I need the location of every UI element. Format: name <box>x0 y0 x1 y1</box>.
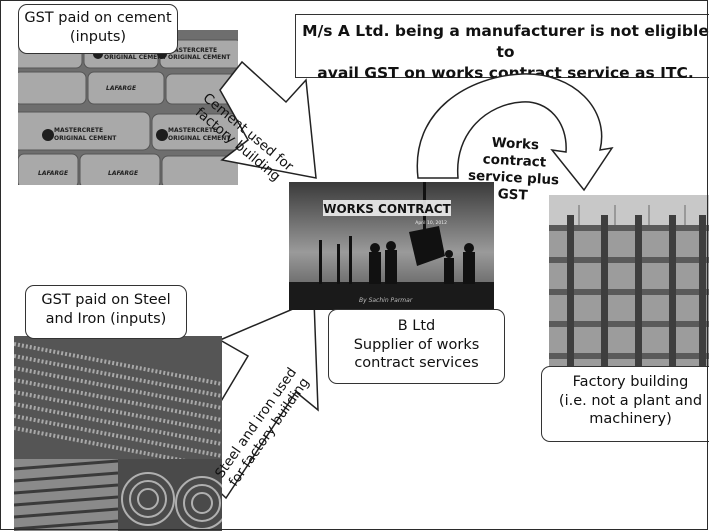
steel-bars-photo <box>14 459 118 531</box>
factory-building-callout: Factory building (i.e. not a plant and m… <box>541 366 709 442</box>
svg-text:MASTERCRETE: MASTERCRETE <box>168 47 217 54</box>
steel-rebar-photo <box>14 336 222 459</box>
svg-text:ORIGINAL CEMENT: ORIGINAL CEMENT <box>54 135 117 142</box>
cement-gst-callout: GST paid on cement (inputs) <box>18 4 178 54</box>
svg-text:WORKS CONTRACT: WORKS CONTRACT <box>323 202 451 216</box>
svg-text:ORIGINAL CEMENT: ORIGINAL CEMENT <box>168 54 231 61</box>
svg-text:ORIGINAL CEMENT: ORIGINAL CEMENT <box>168 135 231 142</box>
svg-text:MASTERCRETE: MASTERCRETE <box>54 127 103 134</box>
svg-text:By Sachin Parmar: By Sachin Parmar <box>359 297 413 304</box>
svg-text:April 10, 2012: April 10, 2012 <box>415 220 447 226</box>
itc-eligibility-note: M/s A Ltd. being a manufacturer is not e… <box>295 14 709 82</box>
svg-text:MASTERCRETE: MASTERCRETE <box>168 127 217 134</box>
cement-flow-arrow <box>219 60 317 179</box>
svg-text:LAFARGE: LAFARGE <box>38 170 69 177</box>
svg-text:ORIGINAL CEMENT: ORIGINAL CEMENT <box>104 54 167 61</box>
cement-bags-photo: MASTERCRETE ORIGINAL CEMENT MASTERCRETE … <box>18 30 238 185</box>
steel-gst-callout: GST paid on Steel and Iron (inputs) <box>25 285 187 339</box>
svg-text:LAFARGE: LAFARGE <box>106 85 137 92</box>
works-contract-flow-arrow <box>416 73 614 192</box>
svg-text:LAFARGE: LAFARGE <box>108 170 139 177</box>
works-contract-photo: WORKS CONTRACT April 10, 2012 By Sachin … <box>289 182 494 310</box>
supplier-b-ltd-callout: B Ltd Supplier of works contract service… <box>328 309 505 384</box>
factory-building-photo <box>549 195 709 368</box>
steel-coils-photo <box>118 459 222 531</box>
